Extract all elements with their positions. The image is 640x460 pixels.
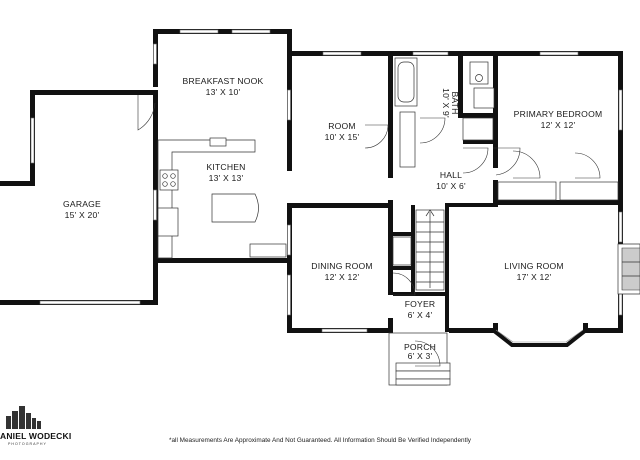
- dining-room-name: DINING ROOM: [311, 261, 372, 271]
- fireplace: [617, 243, 640, 295]
- primary-bedroom-name: PRIMARY BEDROOM: [514, 109, 603, 119]
- bath-fixtures: [394, 57, 495, 168]
- doors: [137, 95, 601, 367]
- breakfast-nook-dims: 13' X 10': [206, 87, 241, 97]
- bath-name: BATH: [450, 91, 460, 114]
- bay-window: [491, 328, 588, 347]
- logo-name: ANIEL WODECKI: [0, 431, 72, 441]
- room-name: ROOM: [328, 121, 356, 131]
- foyer-dims: 6' X 4': [408, 310, 433, 320]
- closets: [392, 117, 619, 266]
- porch-name: PORCH: [404, 342, 436, 352]
- disclaimer: *all Measurements Are Approximate And No…: [169, 437, 471, 444]
- foyer-name: FOYER: [405, 299, 436, 309]
- kitchen-island: [211, 193, 259, 223]
- garage-name: GARAGE: [63, 199, 101, 209]
- room-dims: 10' X 15': [325, 132, 360, 142]
- living-room-name: LIVING ROOM: [504, 261, 564, 271]
- logo-tagline: PHOTOGRAPHY: [8, 442, 47, 446]
- hall-dims: 10' X 6': [436, 181, 466, 191]
- bath-dims: 10' X 9': [441, 88, 451, 118]
- hall-name: HALL: [440, 170, 462, 180]
- logo-mark: [6, 406, 41, 429]
- kitchen-fixtures: [157, 137, 287, 259]
- walls: [0, 29, 623, 333]
- staircase: [415, 209, 445, 291]
- living-room-dims: 17' X 12': [517, 272, 552, 282]
- garage-dims: 15' X 20': [65, 210, 100, 220]
- primary-bedroom-dims: 12' X 12': [541, 120, 576, 130]
- porch-dims: 6' X 3': [408, 351, 433, 361]
- dining-room-dims: 12' X 12': [325, 272, 360, 282]
- room-labels: GARAGE 15' X 20' BREAKFAST NOOK 13' X 10…: [63, 76, 602, 361]
- kitchen-name: KITCHEN: [206, 162, 245, 172]
- kitchen-dims: 13' X 13': [209, 173, 244, 183]
- breakfast-nook-name: BREAKFAST NOOK: [183, 76, 264, 86]
- windows: [30, 29, 623, 333]
- porch-outline: [388, 332, 451, 386]
